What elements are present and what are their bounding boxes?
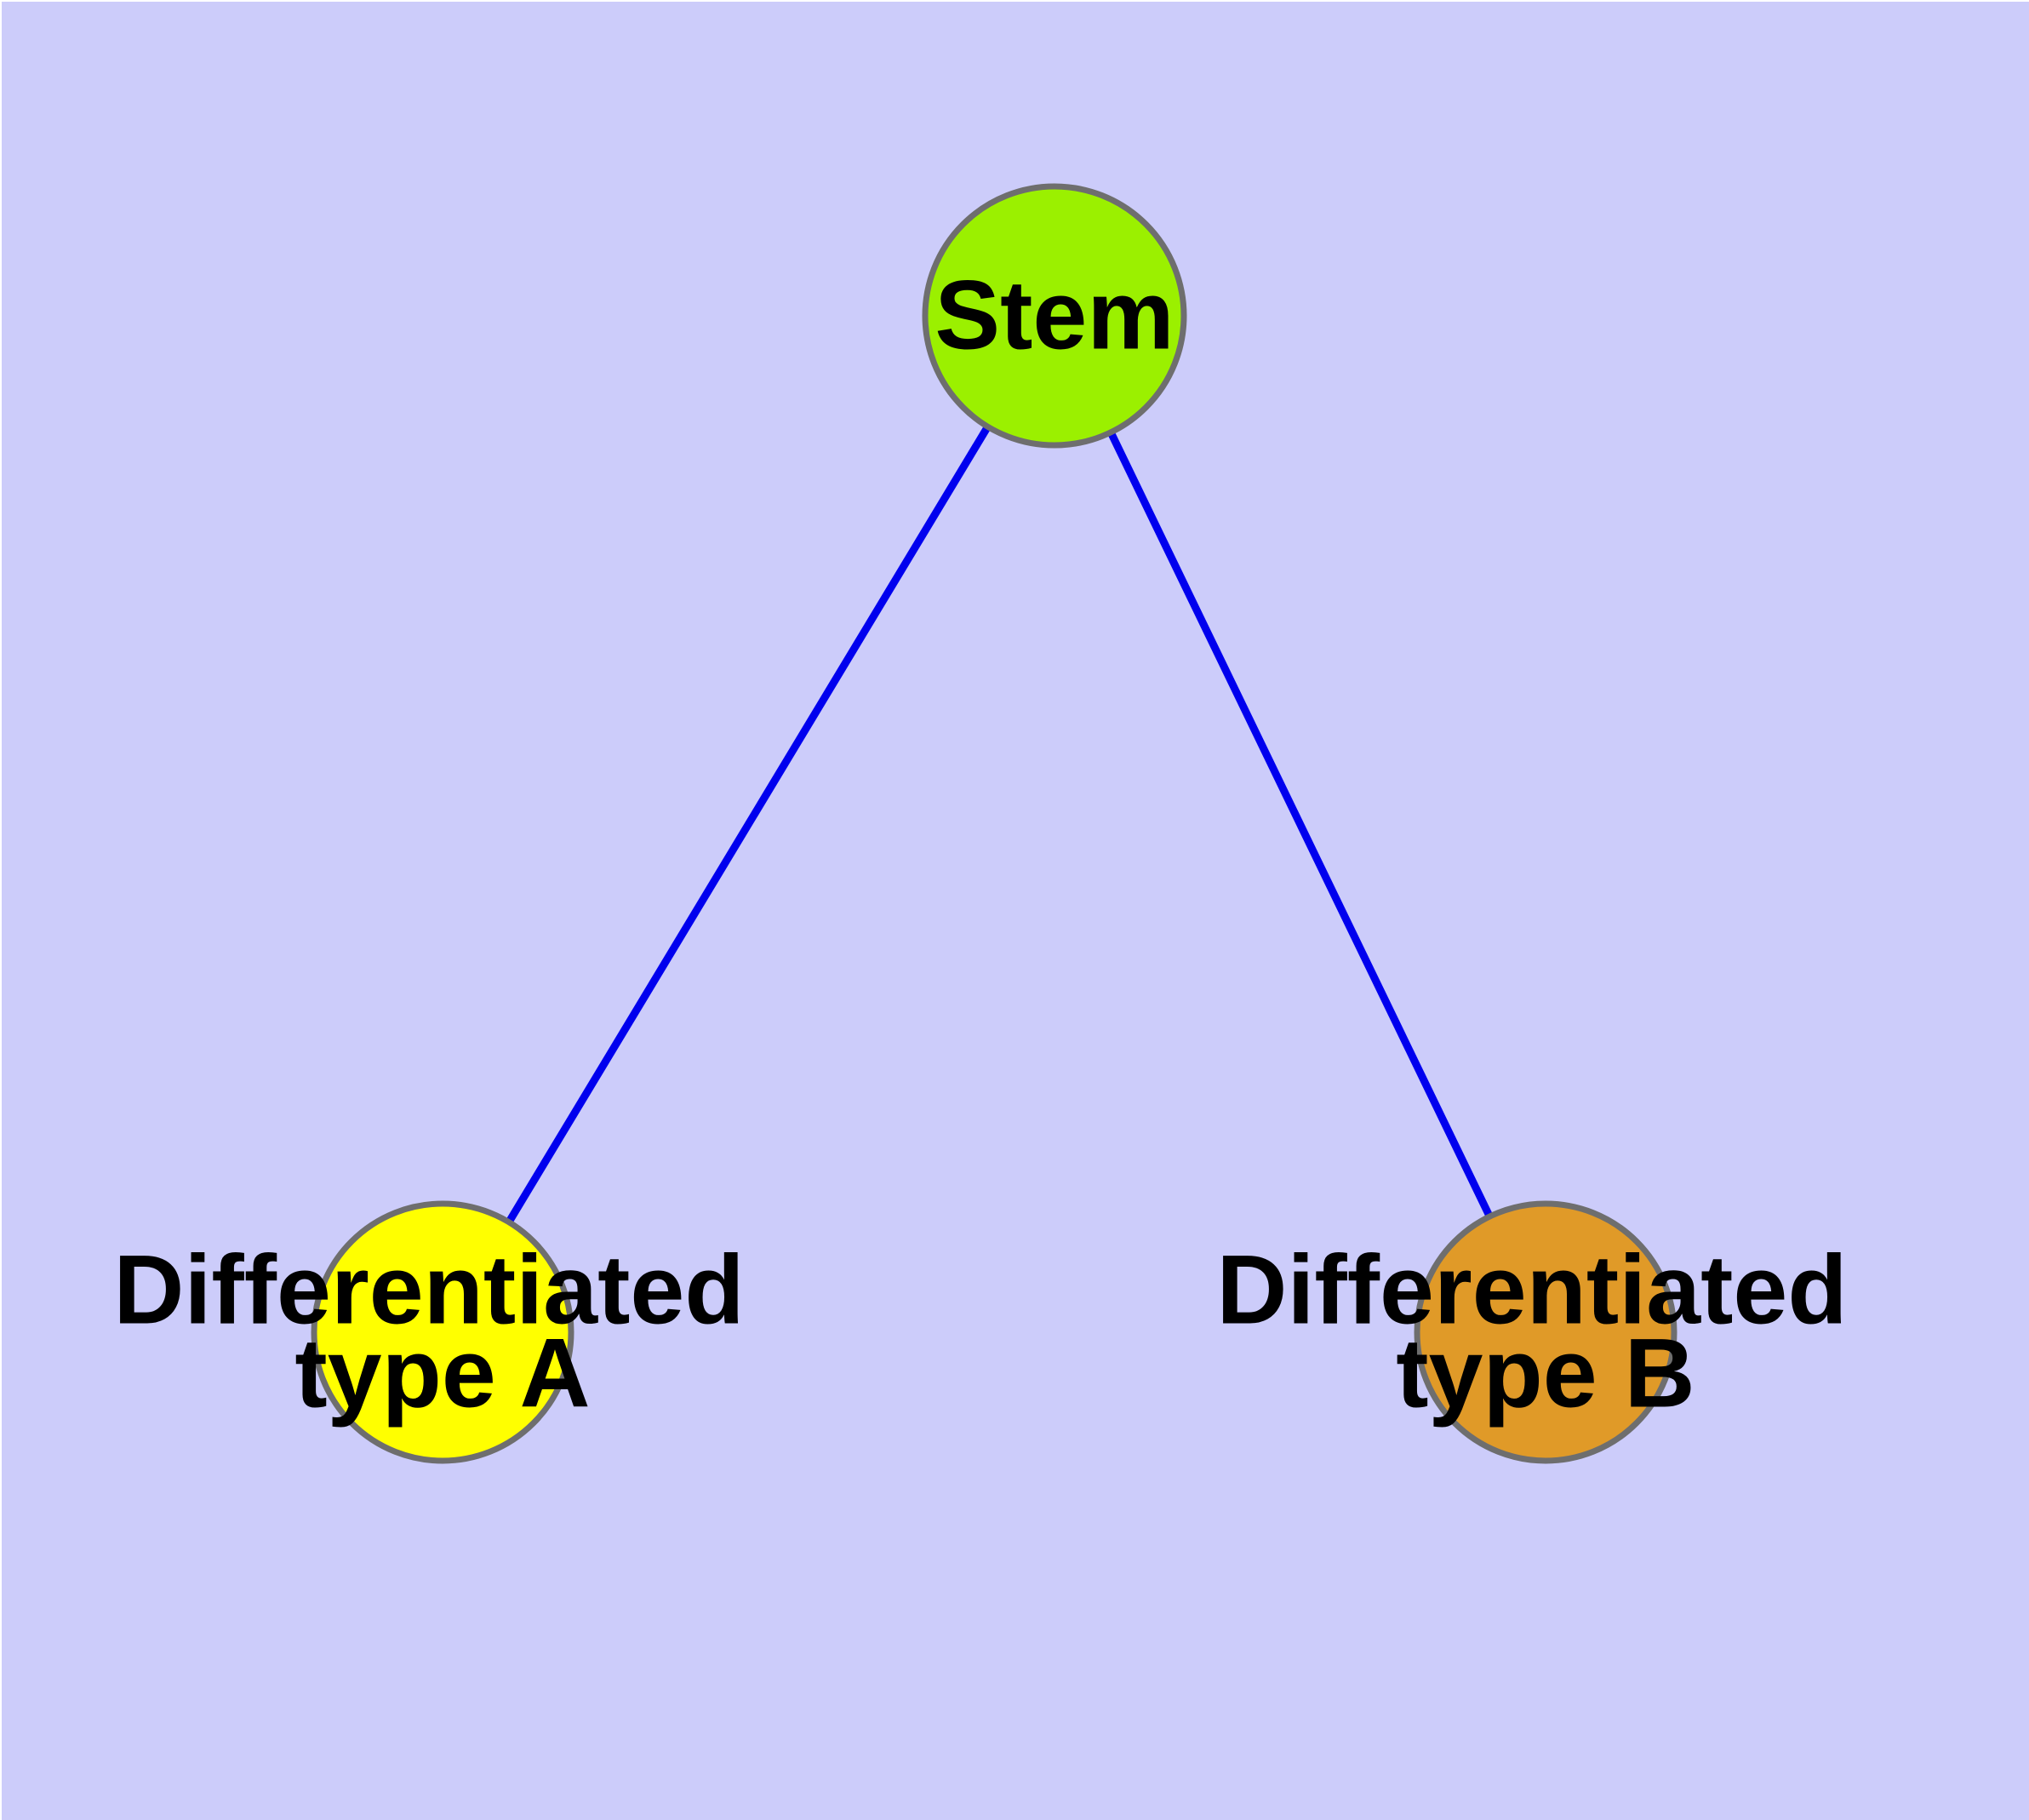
- node-differentiated-type-b-circle[interactable]: [1414, 1200, 1677, 1464]
- node-stem[interactable]: Stem: [922, 183, 1187, 449]
- node-differentiated-type-a-label-line-1: Differentiated: [113, 1236, 744, 1345]
- node-differentiated-type-a-label-line-2: type A: [294, 1319, 590, 1428]
- node-differentiated-type-a-circle[interactable]: [311, 1200, 574, 1464]
- node-differentiated-type-b[interactable]: Differentiated type B: [1216, 1200, 1874, 1464]
- node-differentiated-type-b-label-line-2: type B: [1396, 1319, 1695, 1428]
- node-differentiated-type-b-label: Differentiated type B: [1216, 1228, 1874, 1428]
- node-stem-label-line-1: Stem: [934, 261, 1174, 370]
- node-stem-circle[interactable]: [922, 183, 1187, 449]
- node-stem-label: Stem: [934, 261, 1174, 370]
- edge-stem-to-differentiated-type-a: [439, 313, 1058, 1335]
- edges-layer: [439, 313, 1550, 1335]
- node-differentiated-type-a-label: Differentiated type A: [113, 1228, 771, 1428]
- node-differentiated-type-b-label-line-1: Differentiated: [1216, 1236, 1847, 1345]
- node-differentiated-type-a[interactable]: Differentiated type A: [113, 1200, 771, 1464]
- nodes-layer: Stem Differentiated type A Differentiate…: [113, 183, 1874, 1464]
- edge-stem-to-differentiated-type-b: [1050, 314, 1550, 1334]
